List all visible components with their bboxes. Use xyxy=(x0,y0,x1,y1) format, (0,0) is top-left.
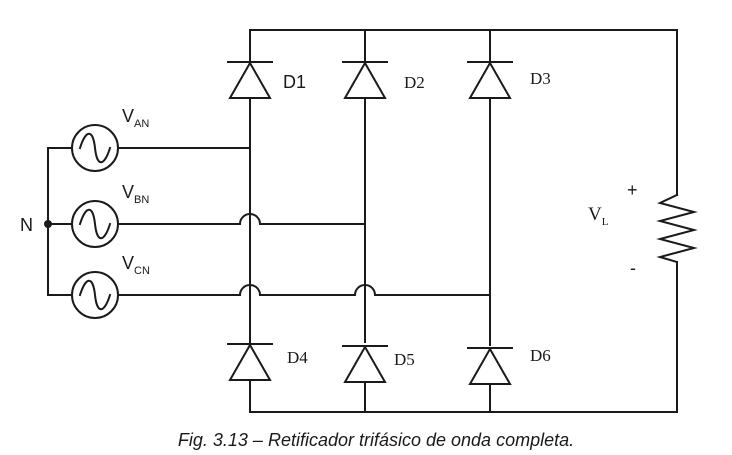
top-bus-wire xyxy=(249,29,678,196)
label-plus: + xyxy=(627,180,638,200)
diode-d4 xyxy=(227,342,273,381)
phase-c-wire xyxy=(117,284,491,296)
diode-d6 xyxy=(467,346,513,385)
ac-source-b xyxy=(71,200,119,248)
figure-caption: Fig. 3.13 – Retificador trifásico de ond… xyxy=(178,430,574,450)
label-d3: D3 xyxy=(530,69,551,88)
label-d5: D5 xyxy=(394,350,415,369)
label-vcn: VCN xyxy=(122,253,150,277)
ac-source-a xyxy=(71,124,119,172)
diode-d3 xyxy=(467,60,513,99)
label-van: VAN xyxy=(122,106,149,130)
neutral-node xyxy=(44,220,52,228)
label-d6: D6 xyxy=(530,346,551,365)
label-neutral: N xyxy=(20,215,33,235)
phase-b-wire xyxy=(117,213,366,225)
diode-d5 xyxy=(342,344,388,383)
label-vl: VL xyxy=(588,204,609,228)
label-minus: - xyxy=(630,258,636,278)
label-vbn: VBN xyxy=(122,182,149,206)
label-d1: D1 xyxy=(283,72,306,92)
load-resistor xyxy=(656,193,698,264)
label-d2: D2 xyxy=(404,73,425,92)
bottom-bus-wire xyxy=(249,261,678,413)
neutral-wire xyxy=(47,147,73,296)
ac-source-c xyxy=(71,271,119,319)
diode-d1 xyxy=(227,60,273,99)
diode-d2 xyxy=(342,60,388,99)
label-d4: D4 xyxy=(287,348,308,367)
